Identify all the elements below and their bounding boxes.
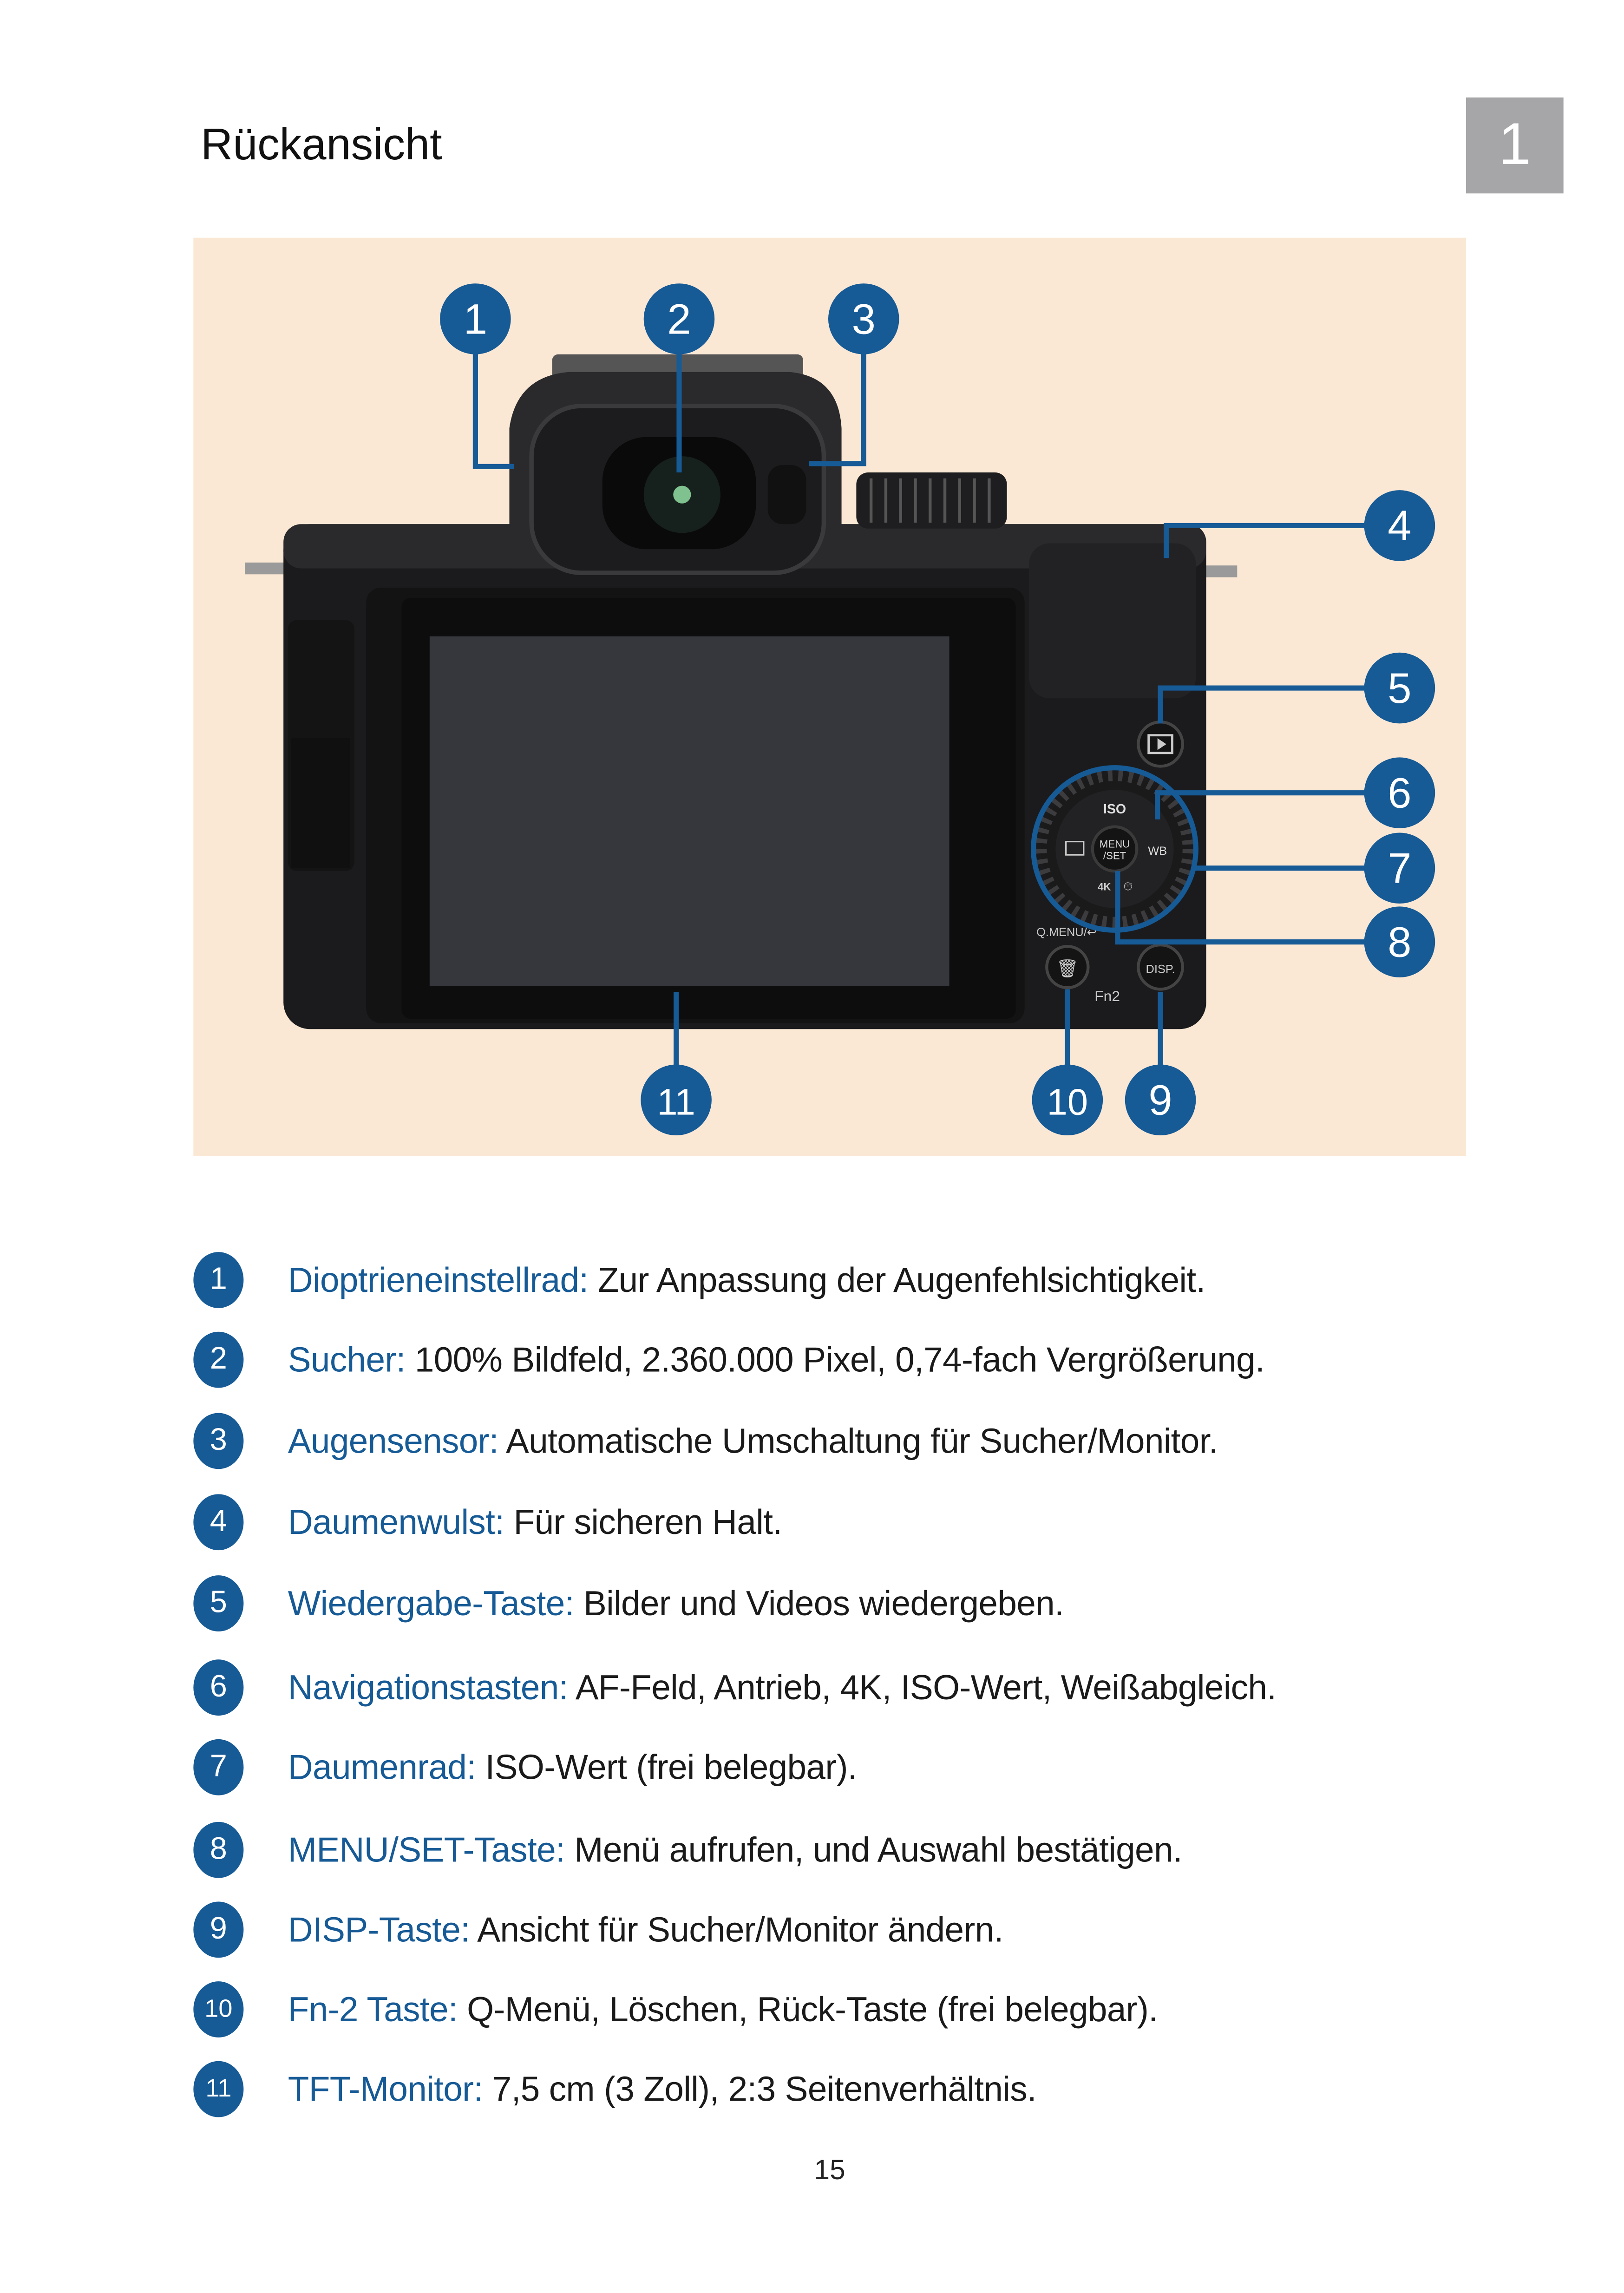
disp-label: DISP. (1146, 963, 1175, 976)
legend-term: MENU/SET-Taste: (288, 1830, 565, 1869)
menu-label: MENU (1100, 838, 1130, 850)
tft-monitor (429, 636, 950, 987)
svg-text:1: 1 (464, 295, 487, 343)
legend-item: 4 Daumenwulst: Für sicheren Halt. (193, 1494, 782, 1551)
legend-number-badge: 10 (193, 1981, 244, 2037)
svg-text:9: 9 (1148, 1076, 1172, 1124)
callout-7: 7 (1364, 832, 1435, 904)
legend-term: TFT-Monitor: (288, 2069, 483, 2108)
callout-9: 9 (1125, 1064, 1196, 1136)
self-timer-icon: ⏱ (1123, 880, 1133, 893)
legend-description: Q-Menü, Löschen, Rück-Taste (frei belegb… (457, 1989, 1158, 2028)
chapter-tab: 1 (1466, 97, 1564, 194)
svg-text:10: 10 (1047, 1081, 1088, 1123)
legend-term: DISP-Taste: (288, 1910, 470, 1948)
callout-5: 5 (1364, 652, 1435, 724)
legend-number-badge: 4 (193, 1494, 244, 1551)
strap-lug-left (245, 562, 289, 575)
legend-number-badge: 9 (193, 1901, 244, 1958)
legend-item: 2 Sucher: 100% Bildfeld, 2.360.000 Pixel,… (193, 1331, 1265, 1388)
leader-lines (472, 351, 1368, 1066)
legend-description: AF-Feld, Antrieb, 4K, ISO-Wert, Weißabgl… (568, 1667, 1277, 1706)
legend-number-badge: 6 (193, 1659, 244, 1716)
fn2-trash-button (1045, 945, 1090, 989)
iso-label: ISO (1103, 802, 1126, 817)
legend-number-badge: 8 (193, 1821, 244, 1878)
callout-4: 4 (1364, 490, 1435, 561)
callout-2: 2 (643, 283, 715, 354)
legend-number-badge: 11 (193, 2061, 244, 2117)
legend-description: Für sicheren Halt. (504, 1502, 782, 1541)
legend-term: Dioptrieneinstellrad: (288, 1260, 589, 1299)
legend-item: 3 Augensensor: Automatische Umschaltung f… (193, 1413, 1218, 1469)
callout-6: 6 (1364, 757, 1435, 828)
legend-item: 5 Wiedergabe-Taste: Bilder und Videos wie… (193, 1575, 1064, 1631)
svg-text:7: 7 (1388, 845, 1411, 892)
svg-text:11: 11 (657, 1081, 695, 1123)
trash-icon: 🗑 (1056, 959, 1079, 979)
callout-3: 3 (828, 283, 899, 354)
wb-label: WB (1148, 845, 1167, 858)
legend-item: 10 Fn-2 Taste: Q-Menü, Löschen, Rück-Tast… (193, 1981, 1158, 2037)
playback-icon (1147, 734, 1173, 754)
legend-term: Daumenrad: (288, 1747, 476, 1786)
svg-text:2: 2 (667, 295, 691, 343)
legend-description: Menü aufrufen, und Auswahl bestätigen. (565, 1830, 1182, 1869)
svg-text:8: 8 (1388, 918, 1411, 966)
set-label: /SET (1103, 850, 1126, 862)
legend-term: Sucher: (288, 1340, 406, 1378)
legend-term: Fn-2 Taste: (288, 1989, 458, 2028)
camera-rear-view-figure: ISO MENU /SET WB 4K ⏱ Q.MENU/↩ 🗑 DISP. F… (193, 237, 1466, 1156)
qmenu-label: Q.MENU/↩ (1036, 926, 1097, 939)
legend-number-badge: 3 (193, 1413, 244, 1469)
legend-description: 7,5 cm (3 Zoll), 2:3 Seitenverhältnis. (483, 2069, 1037, 2108)
camera-illustration: ISO MENU /SET WB 4K ⏱ Q.MENU/↩ 🗑 DISP. F… (245, 283, 1435, 1136)
svg-text:6: 6 (1388, 769, 1411, 817)
legend-description: ISO-Wert (frei belegbar). (476, 1747, 858, 1786)
legend-number-badge: 1 (193, 1252, 244, 1308)
legend-item: 6 Navigationstasten: AF-Feld, Antrieb, 4K… (193, 1659, 1277, 1716)
callout-11: 11 (641, 1064, 712, 1136)
svg-text:5: 5 (1388, 664, 1411, 712)
af-area-icon (1065, 840, 1085, 856)
eye-sensor (767, 465, 806, 524)
callout-1: 1 (440, 283, 511, 354)
legend-item: 7 Daumenrad: ISO-Wert (frei belegbar). (193, 1739, 858, 1795)
legend-number-badge: 7 (193, 1739, 244, 1795)
legend-description: Ansicht für Sucher/Monitor ändern. (470, 1910, 1003, 1948)
legend-term: Wiedergabe-Taste: (288, 1583, 575, 1622)
svg-text:3: 3 (852, 295, 876, 343)
legend-description: Bilder und Videos wiedergeben. (574, 1583, 1064, 1622)
legend-term: Daumenwulst: (288, 1502, 504, 1541)
legend-term: Augensensor: (288, 1421, 499, 1460)
legend-item: 1 Dioptrieneinstellrad: Zur Anpassung der… (193, 1252, 1205, 1308)
legend-description: Automatische Umschaltung für Sucher/Moni… (498, 1421, 1218, 1460)
legend-description: 100% Bildfeld, 2.360.000 Pixel, 0,74-fac… (405, 1340, 1265, 1378)
legend-number-badge: 5 (193, 1575, 244, 1631)
thumb-grip (1029, 543, 1196, 699)
callout-10: 10 (1032, 1064, 1103, 1136)
4k-label: 4K (1098, 881, 1111, 892)
legend-item: 8 MENU/SET-Taste: Menü aufrufen, und Ausw… (193, 1821, 1183, 1878)
legend-term: Navigationstasten: (288, 1667, 569, 1706)
disp-button (1137, 943, 1184, 991)
legend-description: Zur Anpassung der Augenfehlsichtigkeit. (588, 1260, 1206, 1299)
page-number: 15 (814, 2155, 845, 2187)
legend-item: 11 TFT-Monitor: 7,5 cm (3 Zoll), 2:3 Seit… (193, 2061, 1037, 2117)
svg-text:4: 4 (1388, 502, 1411, 550)
page-title: Rückansicht (201, 121, 442, 170)
legend-number-badge: 2 (193, 1331, 244, 1388)
menu-set-button (1091, 825, 1139, 873)
callout-8: 8 (1364, 906, 1435, 977)
legend-item: 9 DISP-Taste: Ansicht für Sucher/Monitor … (193, 1901, 1003, 1958)
fn2-label: Fn2 (1094, 988, 1120, 1004)
